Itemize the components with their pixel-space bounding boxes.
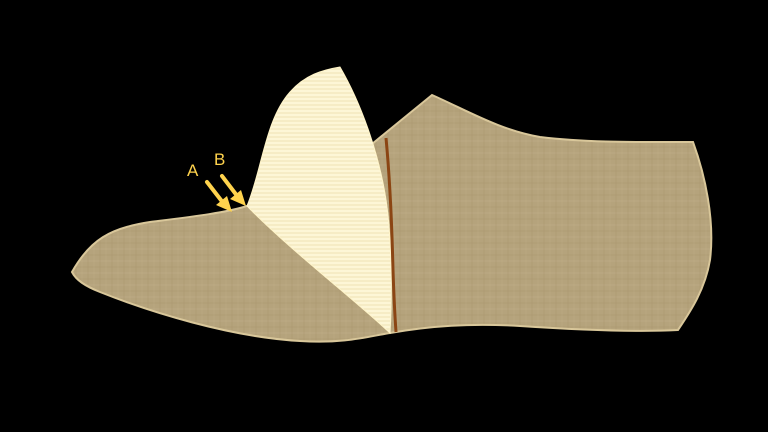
arrow-b-icon [220, 174, 246, 206]
highlighted-tongue-piece [246, 66, 392, 335]
label-b: B [214, 150, 225, 169]
arrow-a-icon [205, 180, 232, 212]
label-a: A [187, 161, 199, 180]
seam-line [384, 137, 398, 333]
